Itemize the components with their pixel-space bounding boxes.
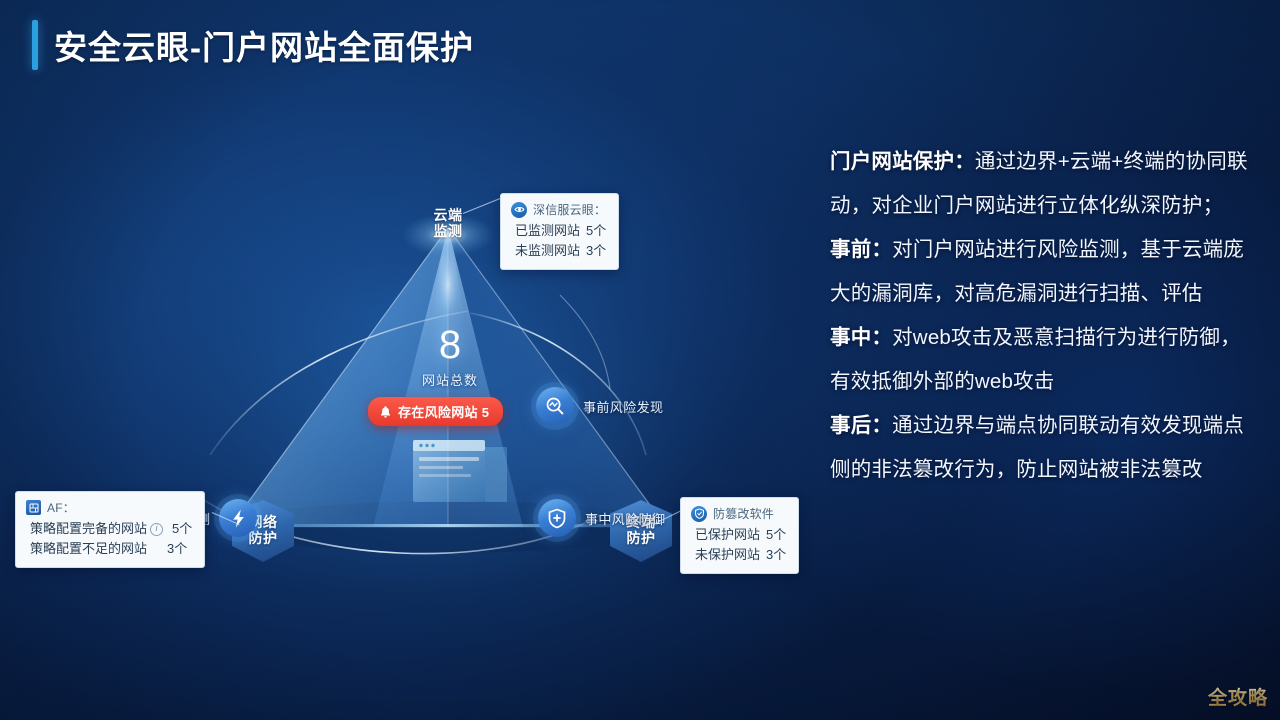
- site-total-label: 网站总数: [421, 373, 478, 388]
- vertex-cloud-line2: 监测: [433, 223, 463, 239]
- magnifier-icon: [536, 387, 574, 425]
- callout-cloud-eye-rows: 已监测网站 5个 未监测网站 3个: [511, 221, 606, 261]
- table-row: 未监测网站 3个: [515, 241, 606, 261]
- vertex-endpoint-line2: 防护: [626, 530, 656, 546]
- callout-af-rows: 策略配置完备的网站 i 5个 策略配置不足的网站 3个: [26, 519, 192, 559]
- row-label: 已保护网站: [695, 527, 761, 542]
- description-paragraph: 门户网站保护：通过边界+云端+终端的协同联动，对企业门户网站进行立体化纵深防护；: [830, 140, 1248, 228]
- description-paragraph: 事后：通过边界与端点协同联动有效发现端点侧的非法篡改行为，防止网站被非法篡改: [830, 404, 1248, 492]
- pyramid-diagram: 云端 监测 网络 防护 终端 防护 8 网站总数: [0, 95, 800, 655]
- row-value: 5个: [586, 223, 607, 238]
- paragraph-lead: 事前：: [830, 238, 893, 261]
- callout-anti-tamper-title: 防篡改软件: [713, 507, 775, 521]
- row-label: 已监测网站: [515, 223, 581, 238]
- vertex-cloud-line1: 云端: [433, 207, 463, 224]
- paragraph-body: 对web攻击及恶意扫描行为进行防御，有效抵御外部的web攻击: [830, 326, 1241, 393]
- site-total-value: 8: [438, 323, 462, 367]
- callout-af-header: AF：: [26, 499, 192, 516]
- table-row: 未保护网站 3个: [695, 545, 786, 565]
- callout-cloud-eye[interactable]: 深信服云眼： 已监测网站 5个 未监测网站 3个: [500, 193, 620, 271]
- paragraph-body: 对门户网站进行风险监测，基于云端庞大的漏洞库，对高危漏洞进行扫描、评估: [830, 238, 1245, 305]
- callout-anti-tamper-rows: 已保护网站 5个 未保护网站 3个: [691, 525, 786, 565]
- risk-sites-label: 存在风险网站 5: [398, 405, 490, 420]
- callout-anti-tamper-header: 防篡改软件: [691, 505, 786, 522]
- description-panel: 门户网站保护：通过边界+云端+终端的协同联动，对企业门户网站进行立体化纵深防护；…: [830, 140, 1248, 492]
- sangfor-cloud-eye-icon: [511, 201, 527, 218]
- row-value: 3个: [766, 547, 787, 563]
- vertex-endpoint-line1: 终端: [626, 514, 656, 531]
- risk-sites-badge[interactable]: 存在风险网站 5: [368, 397, 504, 426]
- description-paragraph: 事前：对门户网站进行风险监测，基于云端庞大的漏洞库，对高危漏洞进行扫描、评估: [830, 228, 1248, 316]
- description-paragraph: 事中：对web攻击及恶意扫描行为进行防御，有效抵御外部的web攻击: [830, 316, 1248, 404]
- node-mid-risk-label: 事中风险防御: [585, 511, 666, 527]
- node-pre-risk-label: 事前风险发现: [583, 399, 664, 415]
- title-accent-bar: [32, 20, 38, 70]
- callout-cloud-eye-title: 深信服云眼：: [533, 203, 607, 217]
- table-row: 策略配置完备的网站 i 5个: [30, 519, 192, 539]
- table-row: 策略配置不足的网站 3个: [30, 539, 192, 559]
- row-value: 3个: [586, 243, 607, 259]
- callout-anti-tamper[interactable]: 防篡改软件 已保护网站 5个 未保护网站 3个: [680, 497, 800, 575]
- row-label: 未保护网站: [695, 547, 761, 563]
- vertex-endpoint: 终端 防护: [610, 500, 672, 562]
- vertex-endpoint-label: 终端 防护: [610, 500, 672, 562]
- callout-af[interactable]: AF： 策略配置完备的网站 i 5个 策略配置不足的网站 3个: [15, 491, 206, 569]
- callout-cloud-eye-header: 深信服云眼：: [511, 201, 606, 218]
- node-mid-risk-defense[interactable]: 事中风险防御: [538, 499, 665, 537]
- paragraph-lead: 事后：: [830, 414, 893, 437]
- vertex-network-line2: 防护: [248, 530, 278, 546]
- row-value: 3个: [167, 541, 188, 557]
- site-total-stat: 8 网站总数: [380, 325, 520, 389]
- callout-af-title: AF：: [47, 501, 75, 515]
- table-row: 已保护网站 5个: [695, 525, 786, 545]
- paragraph-lead: 门户网站保护：: [830, 150, 975, 173]
- title-text: 安全云眼-门户网站全面保护: [54, 29, 474, 66]
- node-pre-risk-discovery[interactable]: 事前风险发现: [536, 387, 663, 425]
- paragraph-body: 通过边界与端点协同联动有效发现端点侧的非法篡改行为，防止网站被非法篡改: [830, 414, 1245, 481]
- info-icon[interactable]: i: [150, 522, 164, 536]
- row-label: 策略配置完备的网站: [30, 521, 148, 536]
- row-label: 策略配置不足的网站: [30, 541, 148, 557]
- row-label: 未监测网站: [515, 243, 581, 259]
- browser-window-graphic: [413, 440, 507, 502]
- af-firewall-icon: [26, 500, 41, 515]
- row-value: 5个: [172, 521, 193, 536]
- anti-tamper-icon: [691, 505, 707, 522]
- bell-icon: [381, 405, 390, 418]
- vertex-cloud-label: 云端 监测: [417, 193, 479, 255]
- page-title: 安全云眼-门户网站全面保护: [32, 20, 474, 70]
- paragraph-lead: 事中：: [830, 326, 893, 349]
- shield-plus-icon: [538, 499, 576, 537]
- table-row: 已监测网站 5个: [515, 221, 606, 241]
- watermark: 全攻略: [1208, 683, 1268, 710]
- vertex-cloud: 云端 监测: [417, 193, 479, 255]
- row-value: 5个: [766, 527, 787, 542]
- paragraph-body: 通过边界+云端+终端的协同联动，对企业门户网站进行立体化纵深防护；: [830, 150, 1248, 217]
